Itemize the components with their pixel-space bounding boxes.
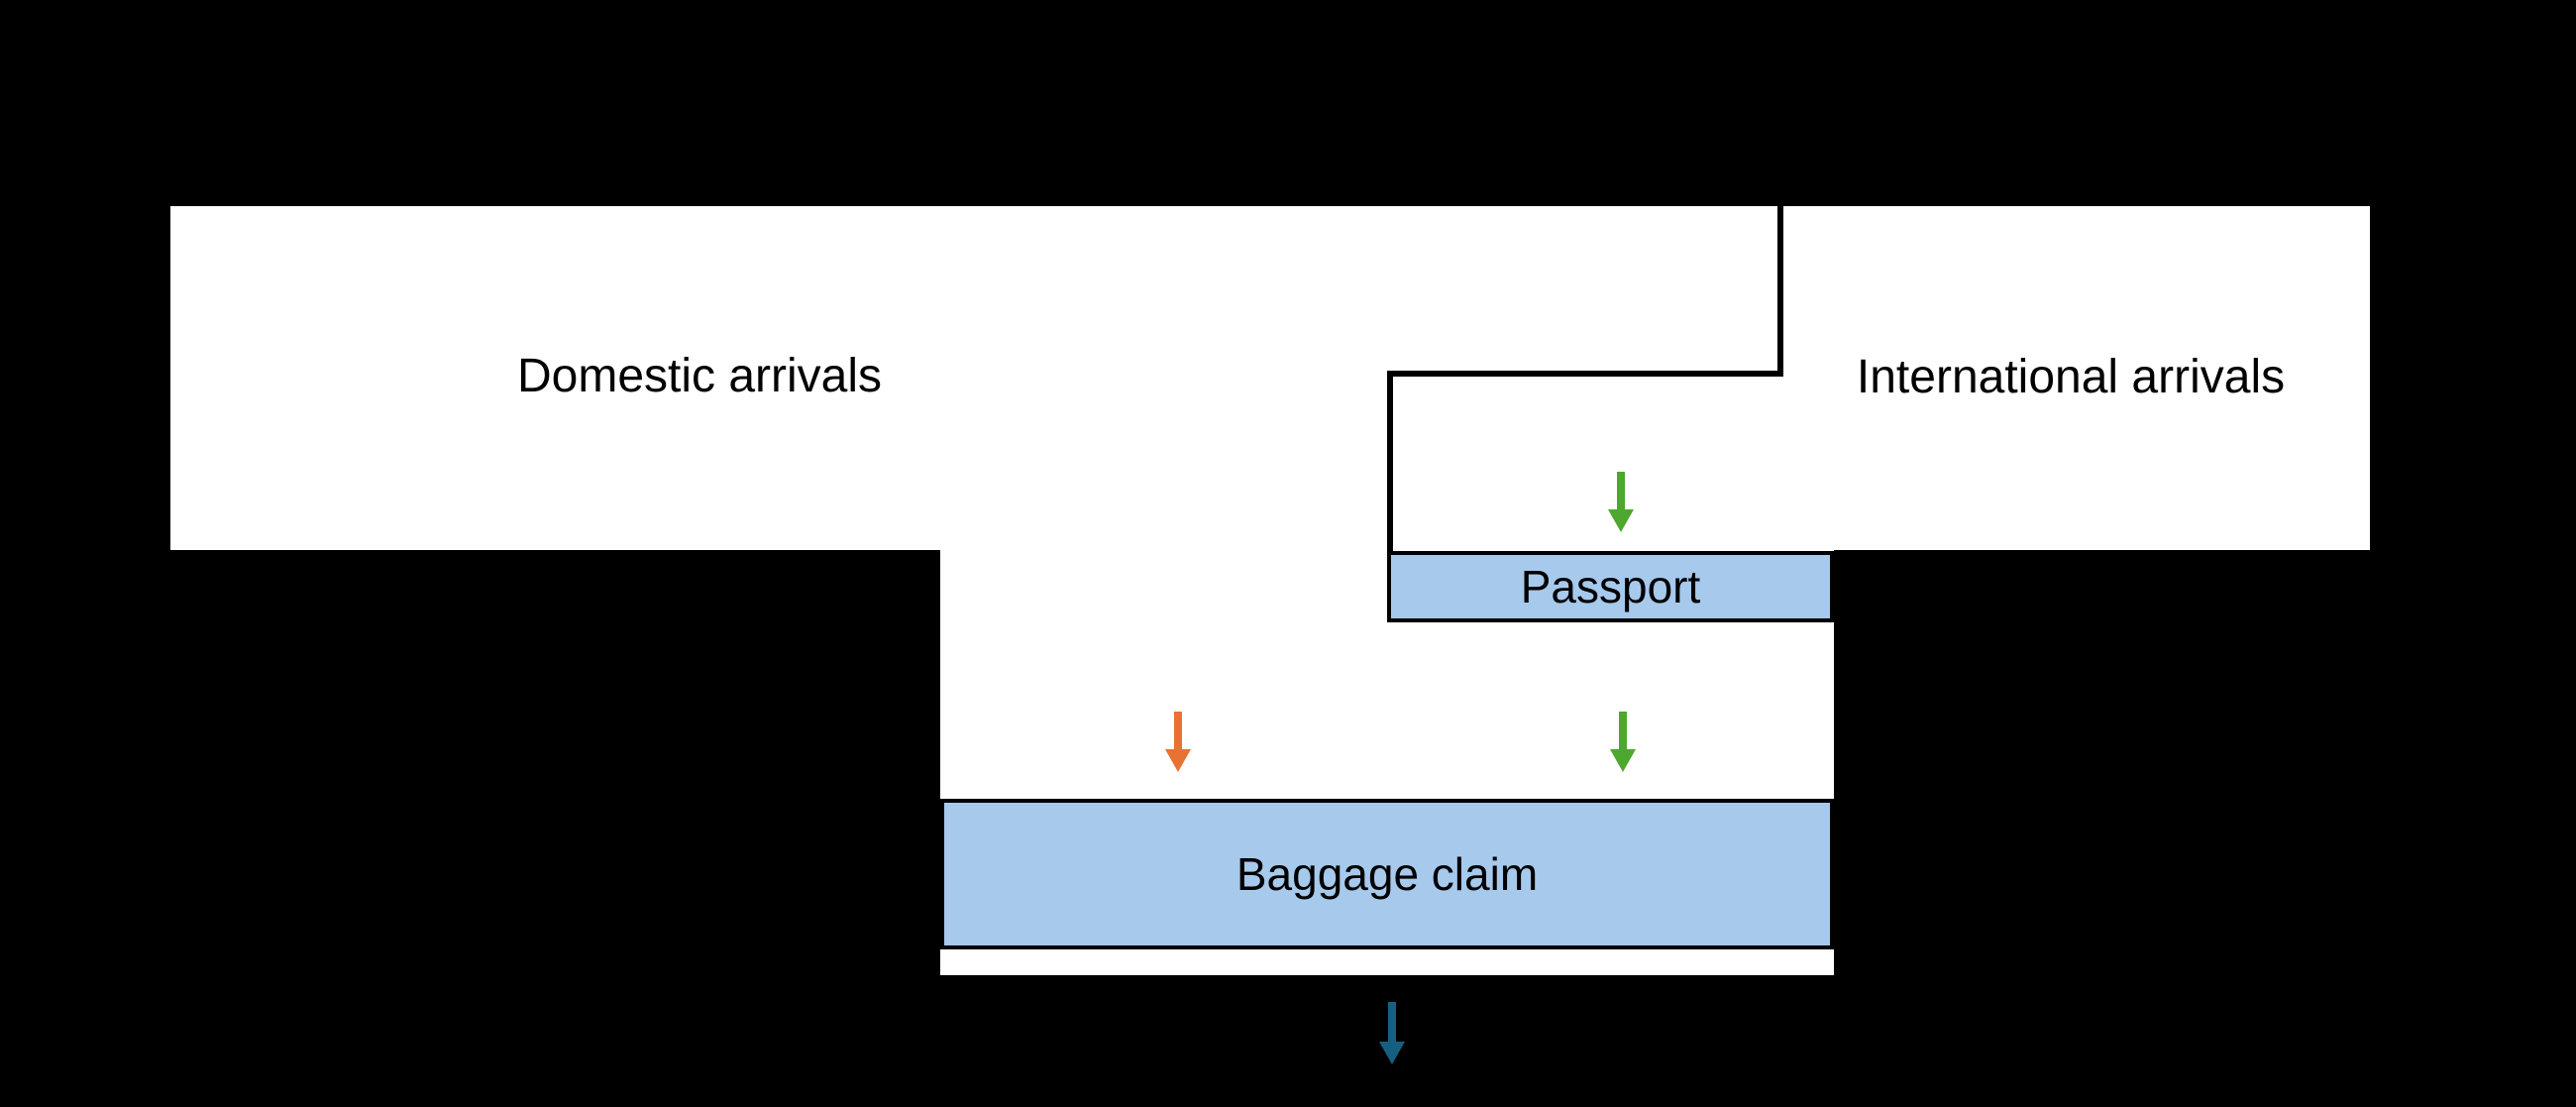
domestic-arrivals-label: Domestic arrivals	[516, 350, 883, 402]
down-arrow-icon-international-to-passport	[1608, 472, 1634, 532]
international-arrivals-label: International arrivals	[1856, 351, 2286, 403]
wall-horizontal	[1387, 371, 1783, 377]
baggage-claim-box: Baggage claim	[940, 799, 1834, 949]
wall-vertical-lower	[1387, 371, 1393, 555]
baggage-claim-label: Baggage claim	[1235, 848, 1539, 900]
down-arrow-icon-baggage-to-exit	[1379, 1002, 1405, 1064]
down-arrow-icon-passport-to-baggage	[1610, 712, 1636, 772]
down-arrow-icon-domestic-to-baggage	[1165, 712, 1191, 772]
wall-vertical-upper	[1777, 206, 1783, 375]
passport-checkpoint-box: Passport	[1387, 551, 1834, 622]
terminal-hall	[170, 206, 2370, 550]
passport-label: Passport	[1520, 561, 1701, 612]
